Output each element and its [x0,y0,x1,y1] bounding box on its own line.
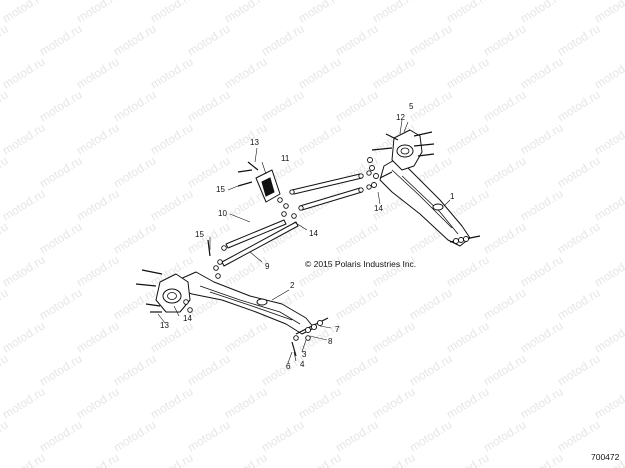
callout-14-left: 14 [183,314,192,323]
callout-6: 6 [286,362,291,371]
control-rod-upper [289,170,372,195]
trailing-arm-right [379,157,481,247]
trailing-arm-left [177,271,315,335]
control-rod-10 [221,219,287,251]
bearing-carrier-left [135,269,193,313]
callout-13-upper: 13 [250,138,259,147]
callout-5: 5 [409,102,414,111]
callout-15-mid: 15 [195,230,204,239]
leader-lines [157,119,451,364]
callout-7: 7 [335,325,340,334]
callout-14-right: 14 [374,204,383,213]
callout-11: 11 [281,154,290,163]
diagram-reference-number: 700472 [591,452,620,462]
arm-end-hardware [291,317,329,357]
bearing-carrier-right [367,129,435,188]
callout-8: 8 [328,337,333,346]
callout-12: 12 [396,113,405,122]
control-rod-lower-right [298,184,372,211]
control-rod-9 [207,221,299,279]
callout-4: 4 [300,360,305,369]
callout-9: 9 [265,262,270,271]
mounting-bracket [237,161,297,219]
callout-13-lower: 13 [160,321,169,330]
callout-3: 3 [302,350,307,359]
callout-10: 10 [218,209,227,218]
copyright-notice: © 2015 Polaris Industries Inc. [305,259,417,269]
callout-1: 1 [450,192,455,201]
callout-15-upper: 15 [216,185,225,194]
callout-2: 2 [290,281,295,290]
callout-14-center: 14 [309,229,318,238]
